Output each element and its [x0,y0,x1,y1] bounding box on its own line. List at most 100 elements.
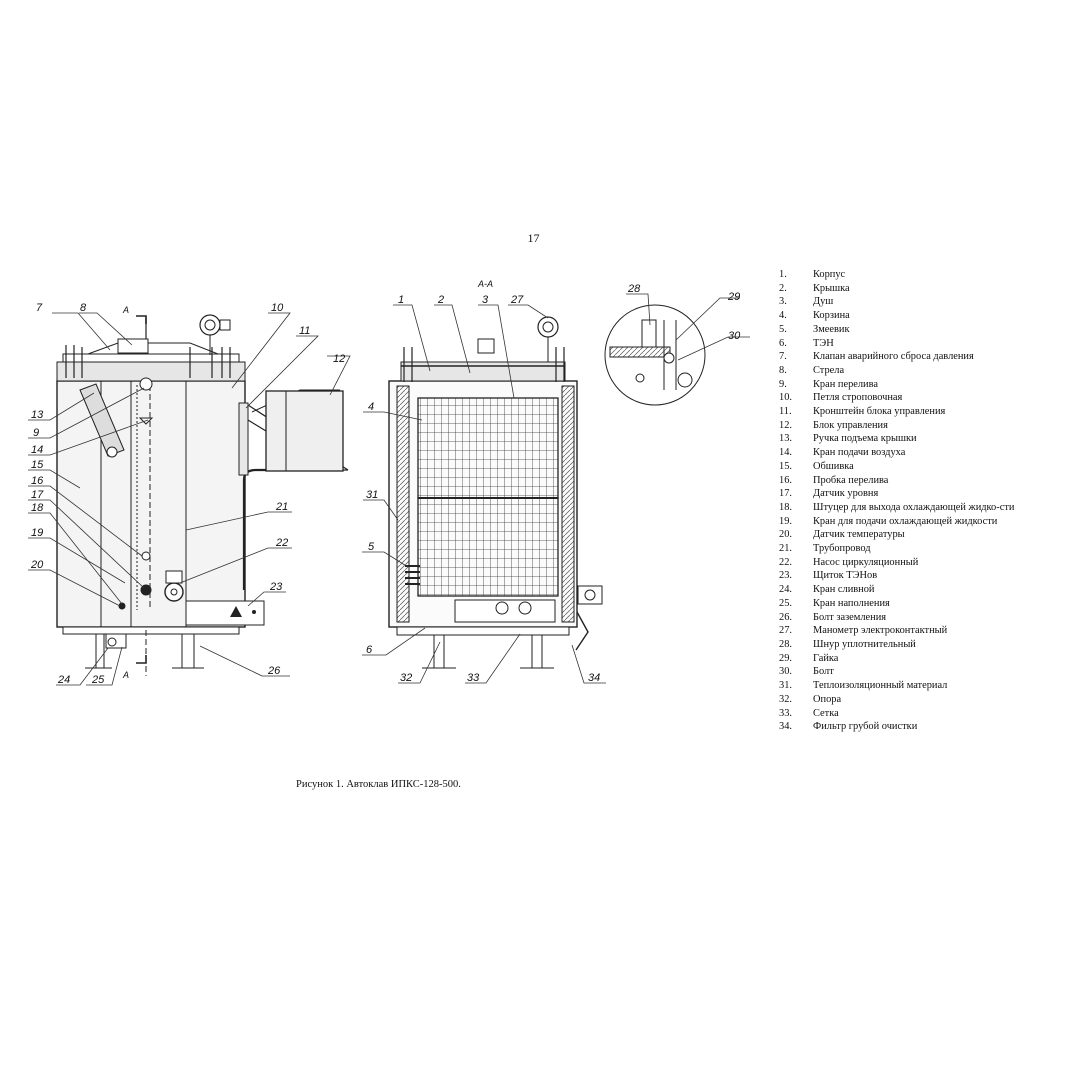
legend-text: Кран для подачи охлаждающей жидкости [813,515,998,527]
legend-number: 14. [779,447,792,459]
legend-number: 34. [779,721,792,733]
legend-number: 23. [779,570,792,582]
legend-item: 28. Шнур уплотнительный [779,638,1059,652]
legend-number: 6. [779,337,787,349]
legend-item: 16.Пробка перелива [779,474,1059,488]
legend-number: 4. [779,310,787,322]
callout-7: 7 [36,302,43,314]
legend-item: 1.Корпус [779,268,1059,282]
callout-22: 22 [275,537,288,549]
legend-item: 18.Штуцер для выхода охлаждающей жидко-с… [779,501,1059,515]
legend-text: Сетка [813,707,839,719]
legend-text: Шнур уплотнительный [813,638,916,650]
callout-13: 13 [31,409,44,421]
legend-text: Гайка [813,652,839,664]
legend-text: Клапан аварийного сброса давления [813,351,974,363]
callout-1: 1 [398,294,404,306]
legend-text: Болт [813,666,834,678]
legend-item: 27. Манометр электроконтактный [779,624,1059,638]
figure-caption: Рисунок 1. Автоклав ИПКС-128-500. [296,779,461,790]
callout-30: 30 [728,330,741,342]
legend-number: 31. [779,680,792,692]
legend-number: 28. [779,638,792,650]
legend-number: 30. [779,666,792,678]
callout-16: 16 [31,475,44,487]
legend-text: Кран наполнения [813,597,890,609]
legend-number: 33. [779,707,792,719]
legend-number: 5. [779,323,787,335]
legend-text: ТЭН [813,337,834,349]
callout-3: 3 [482,294,489,306]
leader-lines [28,293,750,686]
callout-31: 31 [366,489,378,501]
legend-item: 11. Кронштейн блока управления [779,405,1059,419]
page-number: 17 [527,231,540,245]
legend-text: Фильтр грубой очистки [813,721,918,733]
legend-text: Ручка подъема крышки [813,433,917,445]
legend-item: 22.Насос циркуляционный [779,556,1059,570]
callout-4: 4 [368,401,374,413]
legend-number: 13. [779,433,792,445]
legend-item: 4.Корзина [779,309,1059,323]
legend-number: 26. [779,611,792,623]
legend-number: 11. [779,406,792,418]
legend-item: 21.Трубопровод [779,542,1059,556]
legend-item: 10. Петля строповочная [779,391,1059,405]
callout-6: 6 [366,644,373,656]
section-view [388,316,603,669]
callout-33: 33 [467,672,480,684]
callout-24: 24 [57,674,70,686]
callout-14: 14 [31,444,43,456]
legend-item: 26.Болт заземления [779,611,1059,625]
legend-number: 15. [779,460,792,472]
legend-number: 7. [779,351,787,363]
legend-item: 12.Блок управления [779,419,1059,433]
legend-number: 10. [779,392,792,404]
legend-text: Датчик уровня [813,488,879,500]
legend-text: Душ [813,296,834,308]
legend-number: 22. [779,556,792,568]
legend-number: 1. [779,269,787,280]
legend-item: 31. Теплоизоляционный материал [779,679,1059,693]
legend-number: 17. [779,488,792,500]
legend-number: 21. [779,543,792,555]
legend-item: 7. Клапан аварийного сброса давления [779,350,1059,364]
legend-item: 25. Кран наполнения [779,597,1059,611]
callout-25: 25 [91,674,105,686]
legend-text: Штуцер для выхода охлаждающей жидко-сти [813,501,1015,513]
legend-item: 8.Стрела [779,364,1059,378]
section-mark-top: А [122,305,129,315]
callout-12: 12 [333,353,345,365]
legend-number: 32. [779,693,792,705]
legend-text: Датчик температуры [813,529,905,541]
callout-26: 26 [267,665,281,677]
legend-number: 12. [779,419,792,431]
legend-number: 20. [779,529,792,541]
legend-text: Манометр электроконтактный [813,625,948,637]
legend-number: 25. [779,597,792,609]
callout-5: 5 [368,541,375,553]
legend-text: Пробка перелива [813,474,889,486]
legend-item: 6. ТЭН [779,337,1059,351]
callout-18: 18 [31,502,44,514]
legend-text: Теплоизоляционный материал [813,680,948,692]
legend-text: Обшивка [813,460,854,472]
legend-text: Змеевик [813,323,850,335]
legend-text: Кронштейн блока управления [813,406,946,418]
legend-item: 17. Датчик уровня [779,487,1059,501]
callout-11: 11 [299,325,310,337]
legend-text: Петля строповочная [813,392,903,404]
legend-number: 27. [779,625,792,637]
callout-27: 27 [510,294,524,306]
legend-item: 23.Щиток ТЭНов [779,569,1059,583]
section-mark-bottom: А [122,670,129,680]
callout-20: 20 [30,559,44,571]
callout-8: 8 [80,302,87,314]
callout-17: 17 [31,489,44,501]
legend-item: 13. Ручка подъема крышки [779,432,1059,446]
legend-number: 24. [779,584,792,596]
legend-item: 5. Змеевик [779,323,1059,337]
callout-29: 29 [727,291,740,303]
section-label: А-А [477,279,493,289]
